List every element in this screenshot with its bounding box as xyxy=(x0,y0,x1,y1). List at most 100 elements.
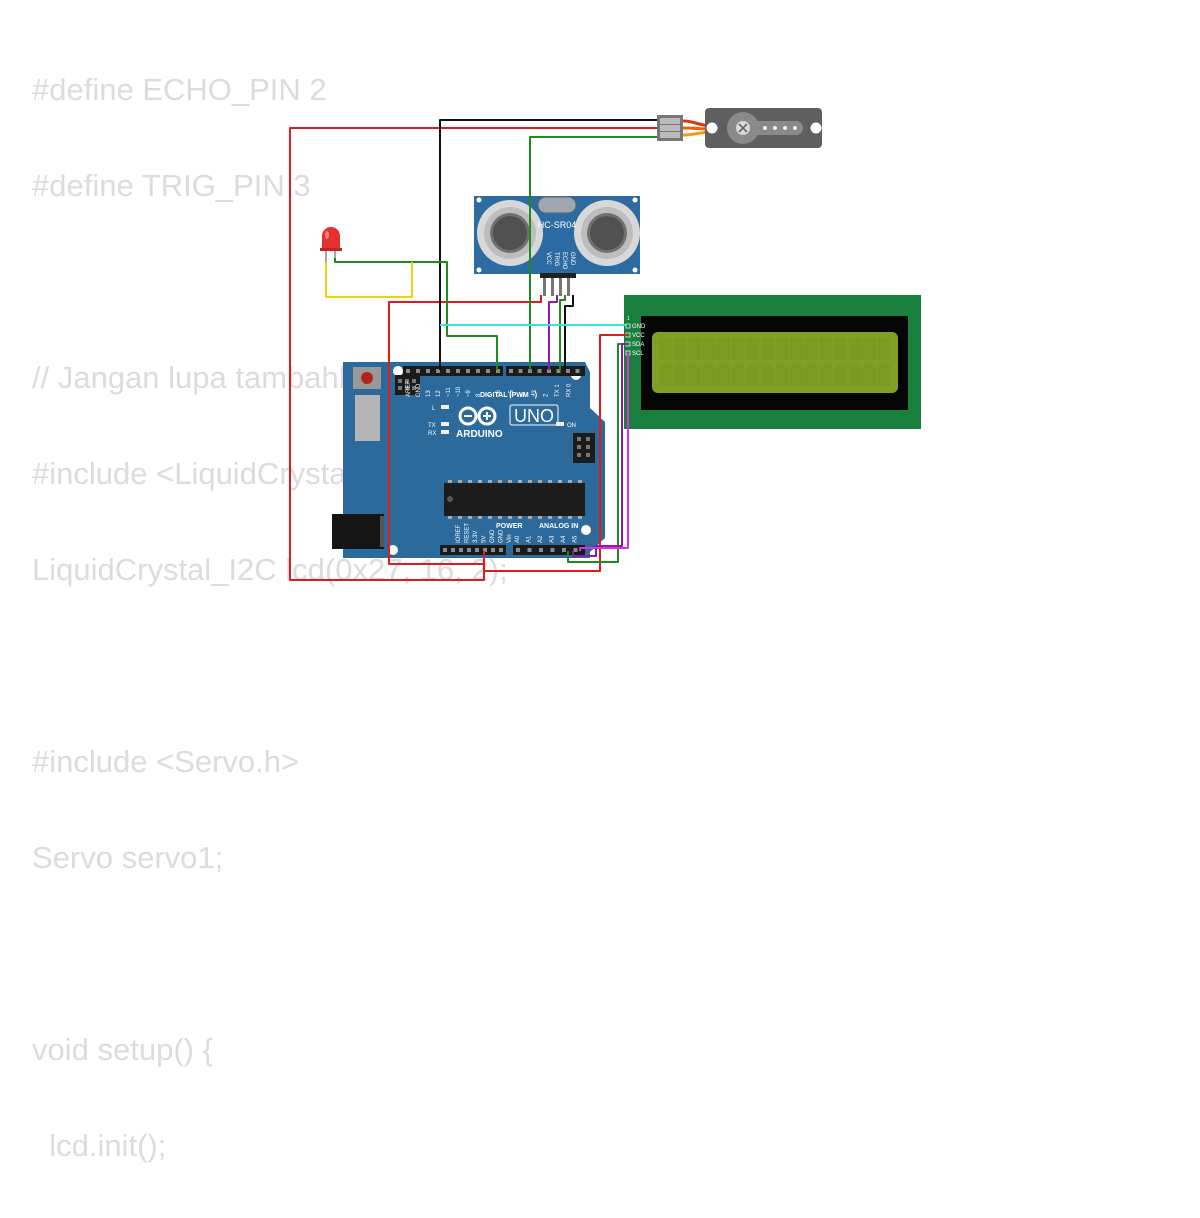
arduino-pin-label: TX 1 xyxy=(555,384,561,397)
arduino-pin-label: A0 xyxy=(515,535,521,543)
lcd-character-cell xyxy=(761,338,774,360)
lcd-character-cell xyxy=(702,364,716,386)
arduino-logo xyxy=(458,406,497,426)
sensor-pin-label: GND xyxy=(569,252,575,266)
led-l-label: L xyxy=(432,406,436,412)
digital-header-right xyxy=(506,366,585,376)
power-jack xyxy=(332,514,384,549)
wire-servo-signal xyxy=(529,136,657,370)
arduino-pin-label: ~3 xyxy=(532,389,538,397)
code-line: #define ECHO_PIN 2 xyxy=(32,72,327,107)
lcd-character-cell xyxy=(761,364,774,386)
arduino-pin-label: IOREF xyxy=(456,524,462,543)
led-rx-indicator xyxy=(441,430,449,434)
code-line: #include <Servo.h> xyxy=(32,744,300,779)
lcd-character-cell xyxy=(805,364,818,386)
code-line: void setup() { xyxy=(32,1032,213,1067)
lcd-character-cell xyxy=(775,338,789,360)
wire-gnd-servo xyxy=(439,119,657,370)
lcd-pin-label: SDA xyxy=(632,342,644,348)
lcd-character-cell xyxy=(775,364,789,386)
lcd-character-cell xyxy=(746,338,760,360)
led-tx-indicator xyxy=(441,422,449,426)
board-model-label: UNO xyxy=(514,406,554,426)
arduino-pin-label: A3 xyxy=(550,535,556,543)
lcd-character-cell xyxy=(688,364,701,386)
led-body xyxy=(322,227,340,250)
lcd-character-cell xyxy=(805,338,818,360)
arduino-pin-label: 13 xyxy=(426,390,432,397)
lcd-character-cell xyxy=(659,338,672,360)
arduino-pin-label: GND xyxy=(416,383,422,397)
arduino-pin-label: ~9 xyxy=(466,389,472,397)
arduino-pin-label: A2 xyxy=(538,535,544,543)
analog-header xyxy=(513,545,585,555)
lcd-character-cell xyxy=(746,364,760,386)
lcd-character-cell xyxy=(717,338,730,360)
icsp-header-right xyxy=(573,433,595,463)
lcd-character-cell xyxy=(848,338,862,360)
lcd-character-cell xyxy=(688,338,701,360)
code-line: Servo servo1; xyxy=(32,840,224,875)
arduino-pin-label: RESET xyxy=(465,523,471,543)
lcd-pin-label: SCL xyxy=(632,351,644,357)
wires xyxy=(289,119,657,581)
lcd-display[interactable]: 1 GND VCC SDA SCL xyxy=(624,295,921,429)
lcd-character-cell xyxy=(673,338,687,360)
digital-header-label: DIGITAL (PWM ~) xyxy=(480,392,537,399)
lcd-character-cell xyxy=(848,364,862,386)
sensor-pin-label: VCC xyxy=(545,252,551,265)
lcd-character-cell xyxy=(863,364,876,386)
usb-port xyxy=(355,395,380,441)
wire-led-anode xyxy=(334,258,498,370)
analog-header-label: ANALOG IN xyxy=(539,523,578,530)
svg-text:1: 1 xyxy=(627,316,630,322)
code-line: #define TRIG_PIN 3 xyxy=(32,168,311,203)
lcd-pin-label: GND xyxy=(632,324,646,330)
wire-lcd-scl xyxy=(579,353,629,551)
wire-led-cathode xyxy=(325,262,413,298)
arduino-pin-label: ~5 xyxy=(509,389,515,397)
power-header-label: POWER xyxy=(496,523,522,530)
arduino-pin-label: A5 xyxy=(573,535,579,543)
arduino-pin-label: 5V xyxy=(482,536,488,543)
lcd-character-cell xyxy=(819,364,833,386)
lcd-character-cell xyxy=(790,364,803,386)
servo-motor[interactable] xyxy=(657,108,822,148)
arduino-pin-label: 8 xyxy=(476,393,482,397)
arduino-pin-label: Vin xyxy=(507,534,513,543)
code-line: lcd.init(); xyxy=(32,1128,167,1163)
crystal-oscillator xyxy=(537,196,577,214)
lcd-character-cell xyxy=(732,338,745,360)
arduino-pin-label: A1 xyxy=(527,535,533,543)
arduino-pin-label: GND xyxy=(490,529,496,543)
lcd-character-cell xyxy=(878,338,891,360)
lcd-character-cell xyxy=(673,364,687,386)
lcd-character-cell xyxy=(659,364,672,386)
wire-trig xyxy=(548,295,558,370)
digital-header-left xyxy=(403,366,503,376)
arduino-pin-label: ~10 xyxy=(456,386,462,397)
arduino-pin-label: RX 0 xyxy=(567,383,573,397)
lcd-character-cell xyxy=(878,364,891,386)
wire-lcd-sda xyxy=(572,343,627,557)
lcd-character-cell xyxy=(834,338,847,360)
led-tx-label: TX xyxy=(428,423,436,429)
lcd-character-cell xyxy=(732,364,745,386)
arduino-pin-label: GND xyxy=(499,529,505,543)
lcd-character-cell xyxy=(834,364,847,386)
arduino-pin-label: ~11 xyxy=(446,387,452,397)
arduino-pin-label: 7 xyxy=(486,393,492,397)
arduino-pin-label: ~6 xyxy=(496,389,502,397)
arduino-pin-label: 12 xyxy=(436,390,442,397)
icsp-header-top xyxy=(395,375,420,395)
circuit-diagram: HC-SR04 VCC TRIG ECHO GND 1 GND VCC SDA … xyxy=(289,108,921,581)
arduino-pin-label: AREF xyxy=(406,381,412,397)
receiver-transducer xyxy=(574,200,640,266)
arduino-pin-label: A4 xyxy=(561,535,567,543)
ultrasonic-sensor[interactable]: HC-SR04 VCC TRIG ECHO GND xyxy=(474,196,640,296)
arduino-pin-label: 4 xyxy=(521,393,527,397)
code-line xyxy=(32,930,508,978)
red-led[interactable] xyxy=(320,227,342,262)
